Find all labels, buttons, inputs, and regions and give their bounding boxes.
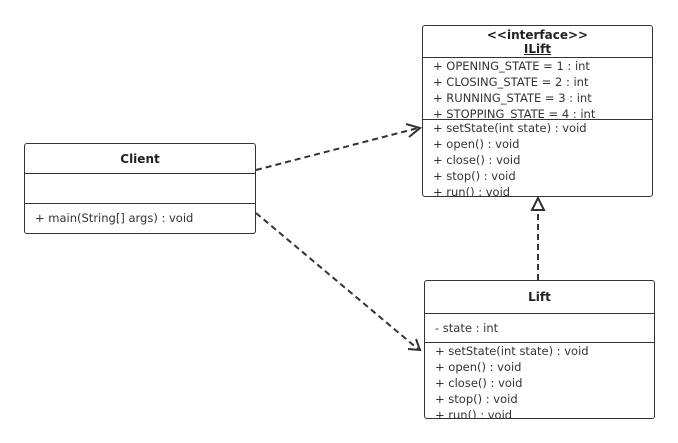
attribute: + OPENING_STATE = 1 : int <box>433 59 590 73</box>
client-ilift-dependency <box>255 127 419 171</box>
method: + close() : void <box>435 376 523 390</box>
client-lift-dependency <box>255 212 419 350</box>
attribute: + STOPPING_STATE = 4 : int <box>433 107 596 120</box>
method: + setState(int state) : void <box>435 344 589 358</box>
attributes-section <box>25 173 255 204</box>
attribute: + RUNNING_STATE = 3 : int <box>433 91 592 105</box>
method: + open() : void <box>435 360 522 374</box>
attribute: - state : int <box>435 321 499 335</box>
ilift-interface-box[interactable]: <<interface>> ILift + OPENING_STATE = 1 … <box>422 25 653 197</box>
stereotype: <<interface>> <box>486 28 589 42</box>
class-name: Client <box>120 152 160 166</box>
method: + run() : void <box>435 408 513 418</box>
class-name: ILift <box>523 42 552 56</box>
method: + close() : void <box>433 153 521 167</box>
method: + stop() : void <box>433 169 516 183</box>
arrowhead-hollow-triangle <box>530 195 546 211</box>
method: + run() : void <box>433 185 511 196</box>
method: + setState(int state) : void <box>433 121 587 135</box>
client-class-box[interactable]: Client + main(String[] args) : void <box>24 143 256 234</box>
method: + stop() : void <box>435 392 518 406</box>
attribute: + CLOSING_STATE = 2 : int <box>433 75 589 89</box>
class-name: Lift <box>528 290 551 304</box>
method: + open() : void <box>433 137 520 151</box>
arrowhead-open <box>405 123 423 138</box>
method: + main(String[] args) : void <box>35 211 194 225</box>
arrowhead-open <box>407 338 422 352</box>
lift-class-box[interactable]: Lift - state : int + setState(int state)… <box>424 280 655 419</box>
